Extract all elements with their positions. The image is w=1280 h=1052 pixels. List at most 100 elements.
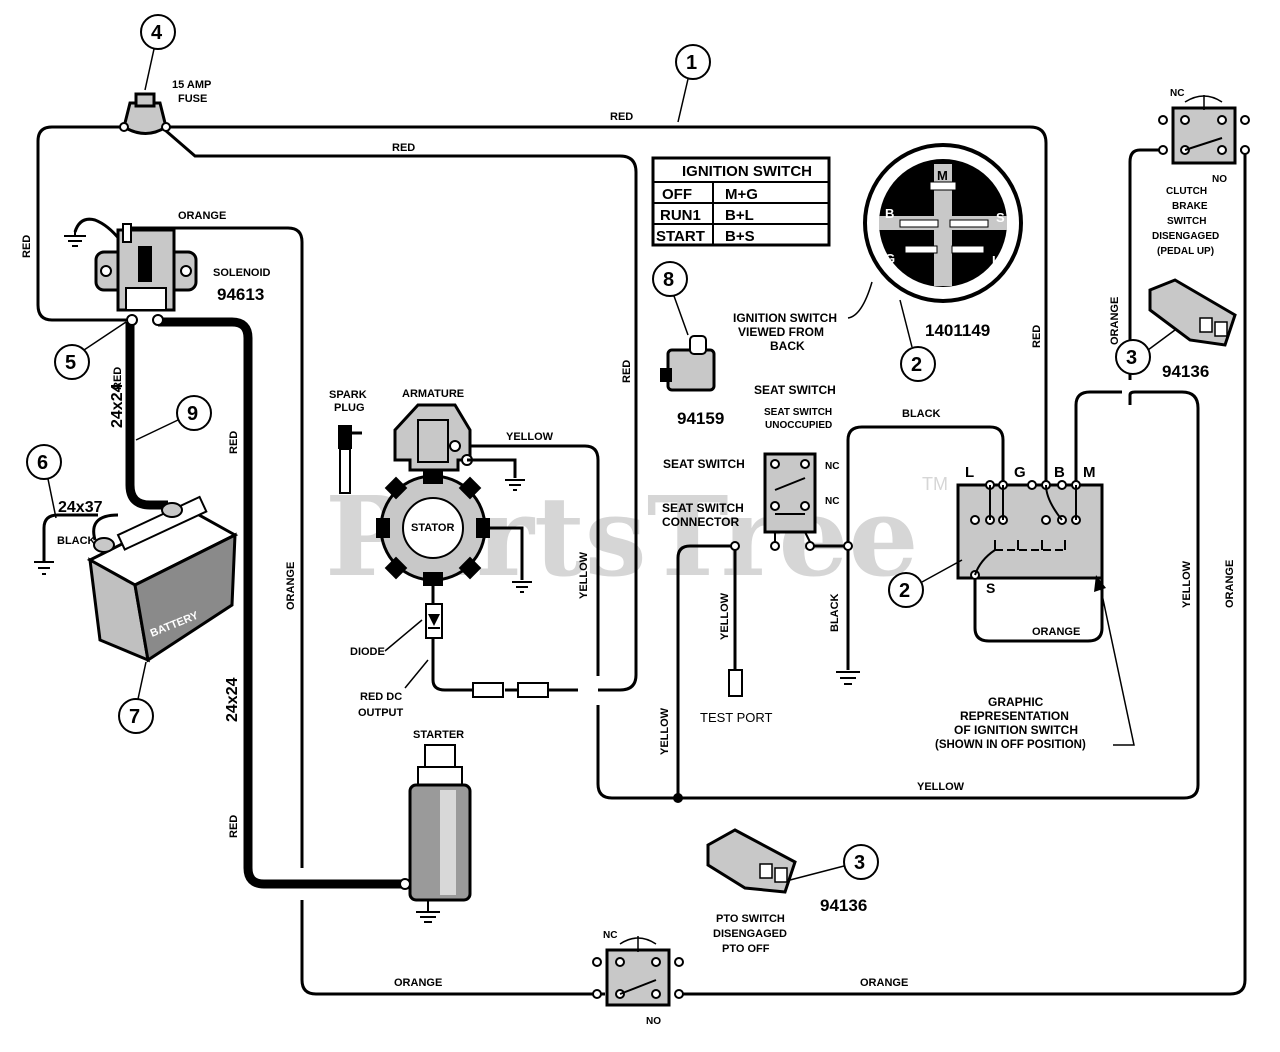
pto-no: NO — [646, 1016, 661, 1027]
wire-label-red: RED — [112, 367, 124, 390]
callout-number: 2 — [899, 580, 910, 602]
callout-1: 1 — [675, 44, 711, 123]
graphic-label-1: GRAPHIC — [988, 695, 1044, 709]
ignition-graphic: L G B M S GRAPHIC REPRESENTATION OF IGNI… — [935, 464, 1135, 751]
seat-switch-title: SEAT SWITCH — [754, 383, 836, 397]
ign-back-S: S — [996, 210, 1005, 225]
wire-label-black: BLACK — [57, 535, 96, 547]
seat-unoccupied-2: UNOCCUPIED — [765, 420, 832, 431]
seat-nc-2: NC — [825, 496, 839, 507]
fuse-label-1: 15 AMP — [172, 79, 211, 91]
seat-nc-1: NC — [825, 461, 839, 472]
battery-ground-icon — [34, 561, 54, 575]
stator: STATOR — [376, 470, 532, 604]
diode: DIODE RED DC OUTPUT — [350, 603, 443, 719]
regulator-connector — [472, 682, 549, 698]
wire-label-orange: ORANGE — [1109, 297, 1121, 345]
callout-8: 8 — [652, 261, 689, 336]
solenoid-ground-icon — [64, 230, 86, 247]
starter-label: STARTER — [413, 729, 464, 741]
seat-switch: SEAT SWITCH SEAT SWITCH UNOCCUPIED SEAT … — [662, 383, 853, 551]
wire-label-red: RED — [610, 111, 633, 123]
ignition-row-conn: M+G — [725, 186, 758, 203]
spark-plug: SPARK PLUG — [329, 389, 367, 494]
wire-label-red: RED — [21, 235, 33, 258]
callout-number: 2 — [911, 354, 922, 376]
callout-number: 9 — [187, 403, 198, 425]
ignition-switch-back: M B S G L IGNITION SWITCH VIEWED FROM BA… — [733, 143, 1023, 353]
ignition-row-pos: OFF — [662, 186, 692, 203]
wire-label-red: RED — [1031, 325, 1043, 348]
clutch-part: 94136 — [1162, 362, 1209, 381]
solenoid-part: 94613 — [217, 285, 264, 304]
ign-terminal-M: M — [1083, 464, 1096, 481]
clutch-label-3: SWITCH — [1167, 216, 1206, 227]
cable-starter-label: 24x24 — [224, 677, 241, 722]
part-94159: 94159 — [677, 409, 724, 428]
wire-color-labels: RED RED RED ORANGE RED RED RED ORANGE BL… — [21, 111, 1236, 989]
callout-9: 9 — [135, 395, 212, 441]
ign-terminal-G: G — [1014, 464, 1026, 481]
graphic-label-2: REPRESENTATION — [960, 709, 1069, 723]
graphic-label-3: OF IGNITION SWITCH — [954, 723, 1078, 737]
wire-label-orange: ORANGE — [1032, 626, 1080, 638]
seat-ground-icon — [836, 671, 860, 685]
ign-back-L: L — [992, 253, 1000, 268]
clutch-no: NO — [1212, 174, 1227, 185]
pto-nc: NC — [603, 930, 617, 941]
test-port-label: TEST PORT — [700, 710, 773, 725]
ign-view-label-2: VIEWED FROM — [738, 325, 824, 339]
callout-3a: 3 — [1115, 329, 1176, 375]
pto-label-2: DISENGAGED — [713, 928, 787, 940]
wire-label-red: RED — [621, 360, 633, 383]
ign-view-label-1: IGNITION SWITCH — [733, 311, 837, 325]
callout-2b: 2 — [888, 559, 963, 608]
callout-number: 8 — [663, 269, 674, 291]
clutch-label-5: (PEDAL UP) — [1157, 246, 1214, 257]
callout-5: 5 — [54, 321, 127, 380]
ignition-row-conn: B+L — [725, 207, 754, 224]
wire-label-yellow: YELLOW — [506, 431, 554, 443]
wire-label-yellow: YELLOW — [578, 551, 590, 599]
callout-4: 4 — [140, 14, 176, 91]
graphic-label-4: (SHOWN IN OFF POSITION) — [935, 739, 1086, 751]
pto-label-3: PTO OFF — [722, 943, 770, 955]
red-dc-label-2: OUTPUT — [358, 707, 404, 719]
ign-terminal-L: L — [965, 464, 974, 481]
wire-label-orange: ORANGE — [178, 210, 226, 222]
callout-3b: 3 — [789, 844, 879, 881]
callout-number: 6 — [37, 452, 48, 474]
pto-label-1: PTO SWITCH — [716, 913, 785, 925]
fuse-label-2: FUSE — [178, 93, 207, 105]
clutch-brake-switch: NC NO CLUTCH BRAKE SWITCH DISENGAGED (PE… — [1152, 88, 1250, 257]
callout-6: 6 — [26, 444, 62, 519]
starter: STARTER — [399, 729, 472, 923]
ignition-table-title: IGNITION SWITCH — [682, 163, 812, 180]
wire-label-black: BLACK — [829, 593, 841, 632]
callout-number: 3 — [854, 852, 865, 874]
clutch-label-4: DISENGAGED — [1152, 231, 1219, 242]
ign-back-G: G — [885, 251, 895, 266]
wire-label-yellow: YELLOW — [1181, 560, 1193, 608]
seat-conn-label-2: CONNECTOR — [662, 515, 739, 529]
clutch-label-1: CLUTCH — [1166, 186, 1207, 197]
seat-conn-label-1: SEAT SWITCH — [662, 501, 744, 515]
callout-2a: 2 — [899, 299, 936, 382]
wire-label-orange: ORANGE — [394, 977, 442, 989]
watermark-tm: TM — [922, 474, 948, 494]
switch-94136-top: 94136 — [1148, 278, 1237, 381]
wires — [36, 125, 1247, 996]
ign-view-label-3: BACK — [770, 339, 805, 353]
pto-switch-part: PTO SWITCH DISENGAGED PTO OFF 94136 — [706, 828, 867, 955]
test-port: TEST PORT — [700, 669, 773, 725]
wire-label-red: RED — [228, 431, 240, 454]
callout-7: 7 — [118, 661, 154, 734]
ignition-row-pos: START — [656, 228, 705, 245]
ign-part: 1401149 — [925, 321, 990, 340]
clutch-nc: NC — [1170, 88, 1184, 99]
wire-label-orange: ORANGE — [285, 562, 297, 610]
fuse: 15 AMP FUSE — [119, 79, 211, 135]
wire-label-black: BLACK — [902, 408, 941, 420]
wire-label-red: RED — [228, 815, 240, 838]
